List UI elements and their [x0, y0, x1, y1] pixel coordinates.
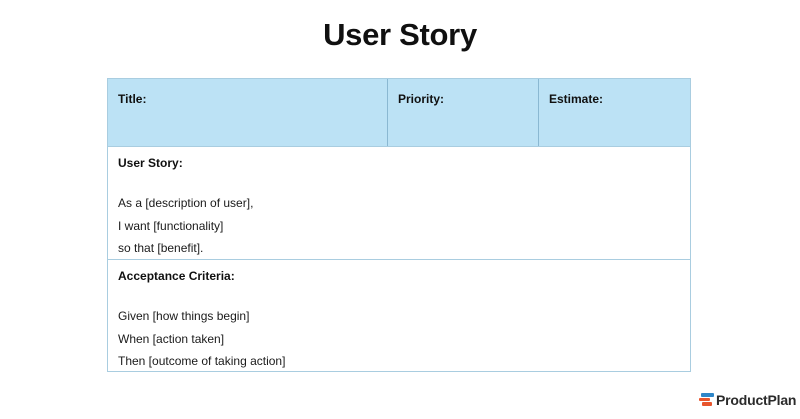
- header-label-priority: Priority:: [398, 92, 445, 106]
- user-story-label: User Story:: [118, 156, 183, 170]
- header-cell-estimate[interactable]: Estimate:: [539, 79, 690, 146]
- user-story-line: so that [benefit].: [118, 241, 204, 255]
- user-story-line: As a [description of user],: [118, 196, 254, 210]
- header-cell-title[interactable]: Title:: [108, 79, 388, 146]
- acceptance-criteria-section[interactable]: Acceptance Criteria: Given [how things b…: [108, 260, 690, 371]
- user-story-section[interactable]: User Story: As a [description of user], …: [108, 147, 690, 260]
- header-label-title: Title:: [118, 92, 147, 106]
- acceptance-criteria-line: When [action taken]: [118, 331, 225, 346]
- acceptance-criteria-line: Given [how things begin]: [118, 309, 250, 323]
- acceptance-criteria-label: Acceptance Criteria:: [118, 269, 235, 283]
- acceptance-criteria-line: Then [outcome of taking action]: [118, 354, 286, 368]
- header-cell-priority[interactable]: Priority:: [388, 79, 539, 146]
- page-title: User Story: [323, 17, 477, 52]
- user-story-table: Title: Priority: Estimate: User Story: A…: [107, 78, 691, 372]
- user-story-line: I want [functionality]: [118, 218, 224, 233]
- productplan-logo: ProductPlan: [699, 390, 796, 409]
- productplan-bars-icon: [699, 392, 714, 407]
- header-label-estimate: Estimate:: [549, 92, 604, 106]
- productplan-wordmark: ProductPlan: [716, 391, 797, 408]
- table-header-row: Title: Priority: Estimate:: [108, 79, 690, 147]
